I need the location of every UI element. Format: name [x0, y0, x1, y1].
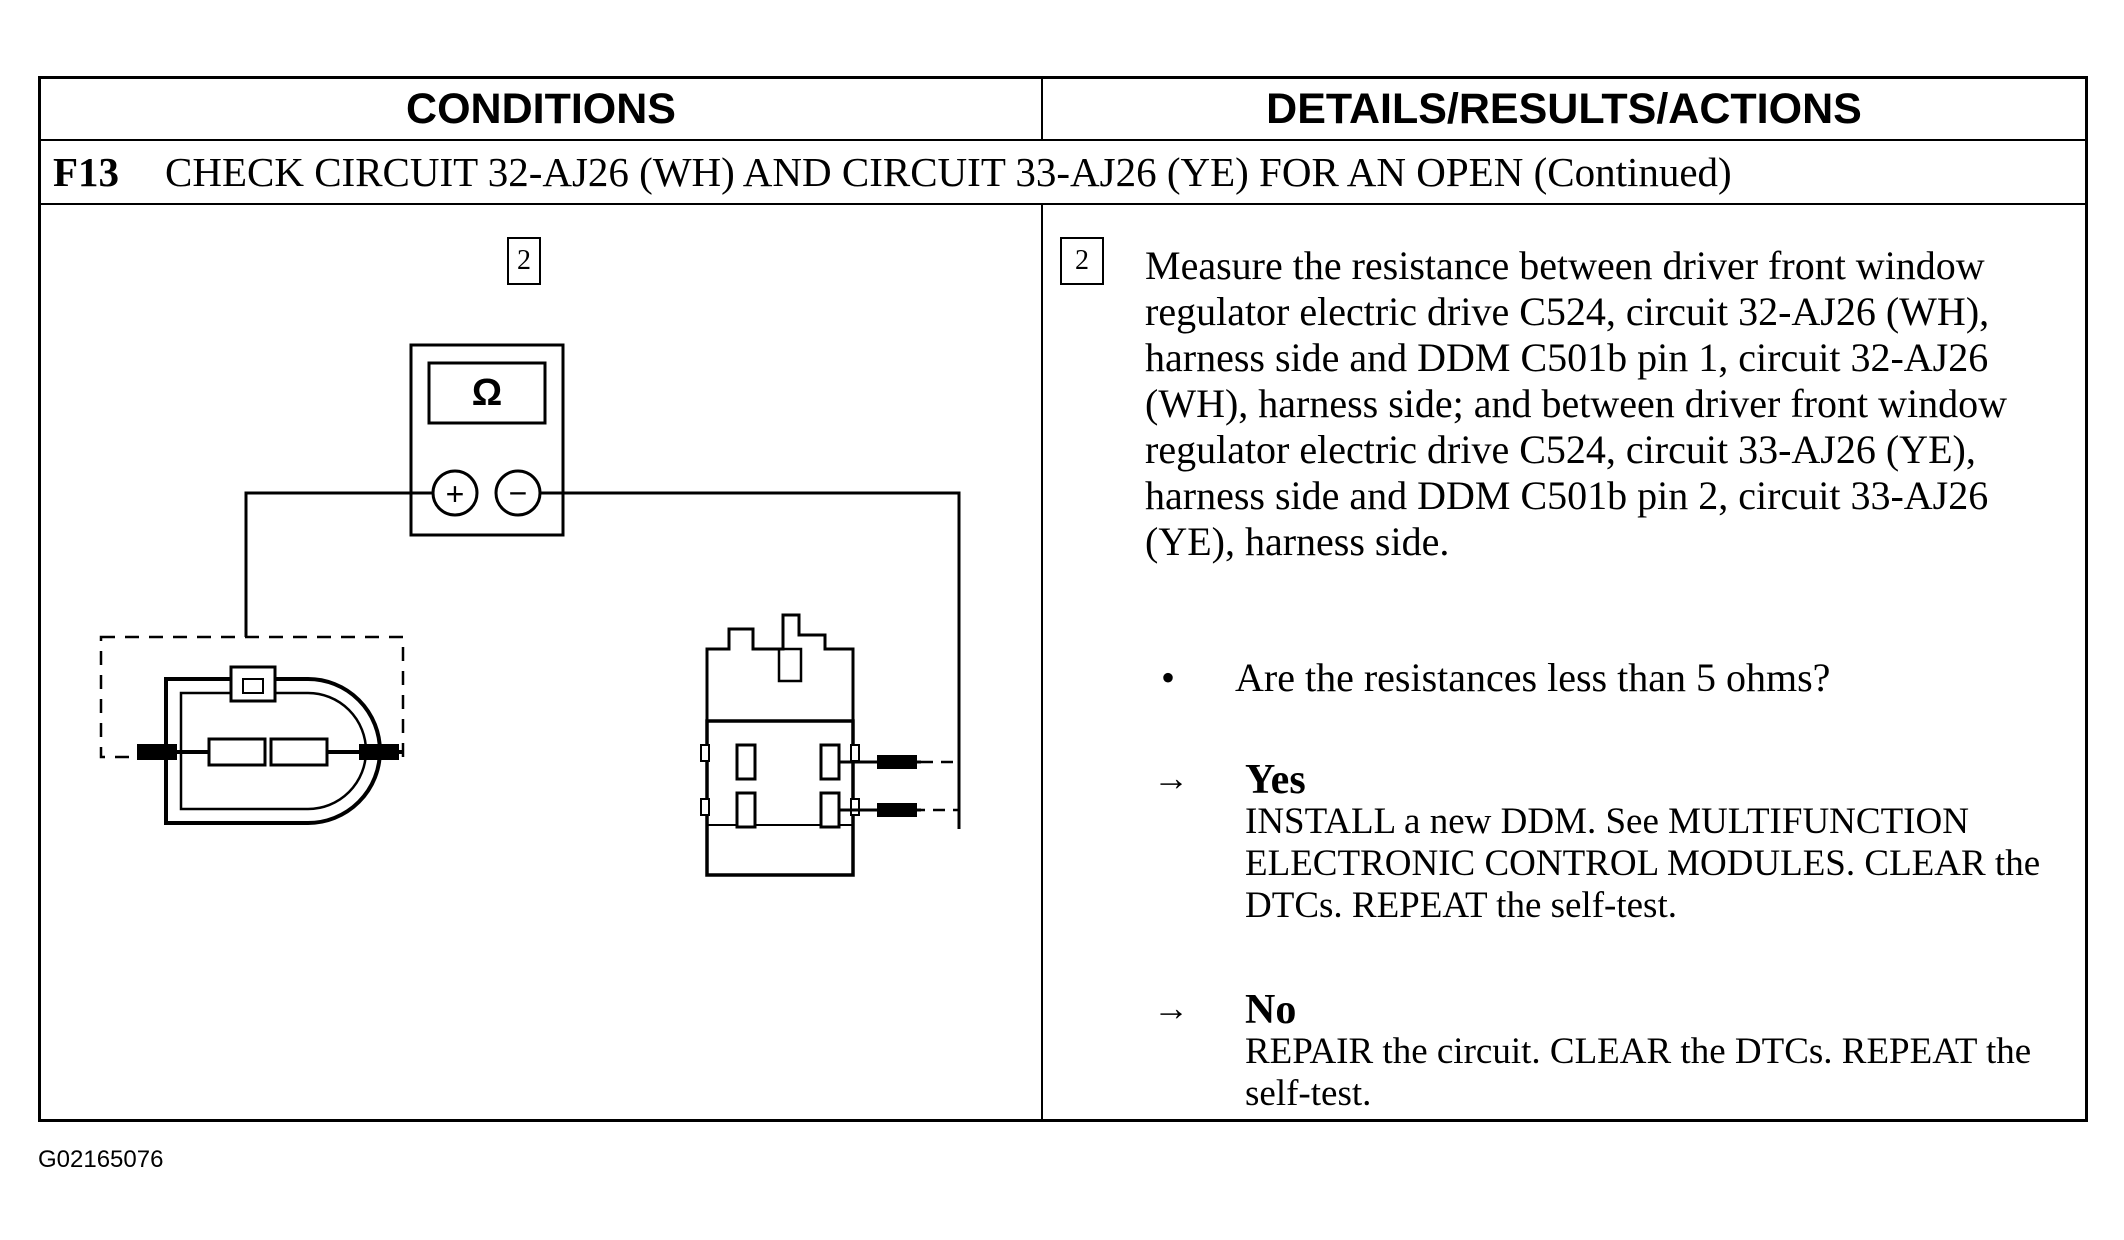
- negative-symbol: −: [509, 475, 528, 511]
- result-no-action: REPAIR the circuit. CLEAR the DTCs. REPE…: [1245, 1031, 2032, 1114]
- details-substep-number: 2: [1060, 237, 1104, 285]
- step-title-row: F13 CHECK CIRCUIT 32-AJ26 (WH) AND CIRCU…: [41, 141, 2085, 205]
- ddm-connector: [700, 613, 961, 877]
- result-yes-label: Yes: [1245, 757, 1306, 803]
- question-text: Are the resistances less than 5 ohms?: [1235, 655, 1831, 700]
- ohm-symbol: Ω: [472, 372, 502, 414]
- bullet-icon: •: [1161, 655, 1176, 700]
- arrow-icon: →: [1153, 758, 1189, 798]
- instruction-text: Measure the resistance between driver fr…: [1145, 243, 2007, 564]
- window-regulator-connector: [99, 635, 405, 825]
- ohmmeter: Ω + −: [409, 343, 565, 537]
- arrow-icon: →: [1153, 988, 1189, 1028]
- step-id: F13: [53, 149, 120, 195]
- conditions-header: CONDITIONS: [41, 79, 1043, 141]
- column-divider: [1041, 205, 1043, 1119]
- details-cell: 2 Measure the resistance between driver …: [1043, 205, 2085, 1119]
- details-header: DETAILS/RESULTS/ACTIONS: [1043, 79, 2085, 141]
- test-leads: [244, 491, 961, 829]
- question-line: • Are the resistances less than 5 ohms?: [1161, 655, 1830, 701]
- figure-id: G02165076: [38, 1146, 164, 1173]
- wiring-diagram: 2 Ω + −: [41, 205, 1041, 1119]
- diagram-substep-number: 2: [507, 237, 541, 285]
- step-title: CHECK CIRCUIT 32-AJ26 (WH) AND CIRCUIT 3…: [165, 149, 1732, 195]
- procedure-table: CONDITIONS DETAILS/RESULTS/ACTIONS F13 C…: [38, 76, 2088, 1122]
- diagram-drawing: Ω + −: [99, 343, 961, 877]
- positive-symbol: +: [446, 476, 465, 512]
- result-no-label: No: [1245, 987, 1297, 1033]
- result-yes-action: INSTALL a new DDM. See MULTIFUNCTION ELE…: [1245, 801, 2041, 926]
